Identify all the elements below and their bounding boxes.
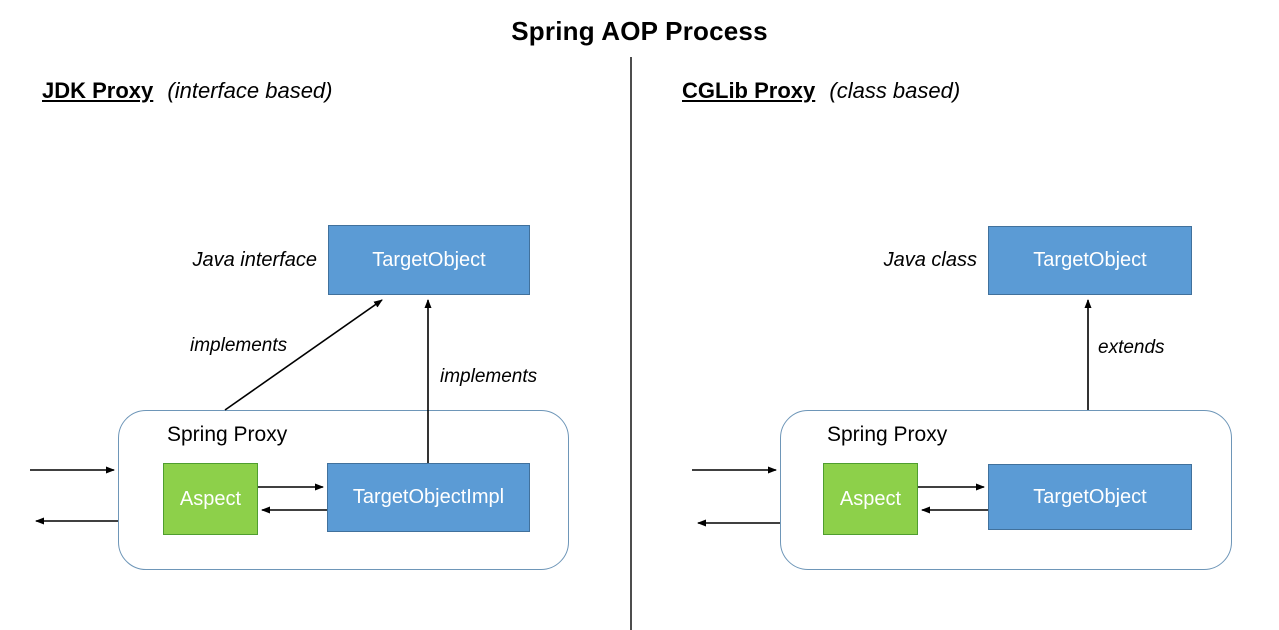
jdk-spring-proxy-label: Spring Proxy	[167, 423, 288, 446]
cglib-spring-proxy-container	[780, 410, 1232, 570]
cglib-inner-target-object-box: TargetObject	[988, 464, 1192, 530]
diagram-title: Spring AOP Process	[511, 16, 768, 46]
cglib-proxy-heading-title: CGLib Proxy	[682, 78, 816, 103]
java-class-label: Java class	[883, 249, 977, 271]
center-divider-line	[630, 57, 632, 630]
jdk-implements-diagonal-label: implements	[190, 335, 288, 356]
cglib-aspect-box: Aspect	[823, 463, 918, 535]
jdk-target-object-box-label: TargetObject	[372, 248, 486, 271]
jdk-proxy-heading-qualifier: (interface based)	[167, 78, 333, 103]
cglib-spring-proxy-label: Spring Proxy	[827, 423, 948, 446]
cglib-extends-label: extends	[1098, 337, 1165, 358]
jdk-aspect-box: Aspect	[163, 463, 258, 535]
jdk-proxy-heading: JDK Proxy (interface based)	[42, 78, 333, 104]
cglib-target-object-box-label: TargetObject	[1033, 249, 1147, 271]
jdk-target-object-box: TargetObject	[328, 225, 530, 295]
cglib-proxy-heading: CGLib Proxy (class based)	[682, 78, 960, 104]
cglib-aspect-box-label: Aspect	[839, 487, 902, 510]
jdk-implements-vertical-label: implements	[440, 366, 538, 387]
cglib-inner-target-object-box-label: TargetObject	[1033, 485, 1147, 508]
jdk-aspect-box-label: Aspect	[179, 487, 242, 510]
jdk-target-object-impl-box-label: TargetObjectImpl	[352, 486, 505, 508]
cglib-target-object-box: TargetObject	[988, 226, 1192, 295]
jdk-proxy-heading-title: JDK Proxy	[42, 78, 154, 103]
jdk-target-object-impl-box: TargetObjectImpl	[327, 463, 530, 532]
java-interface-label: Java interface	[192, 249, 317, 271]
cglib-proxy-heading-qualifier: (class based)	[829, 78, 961, 103]
